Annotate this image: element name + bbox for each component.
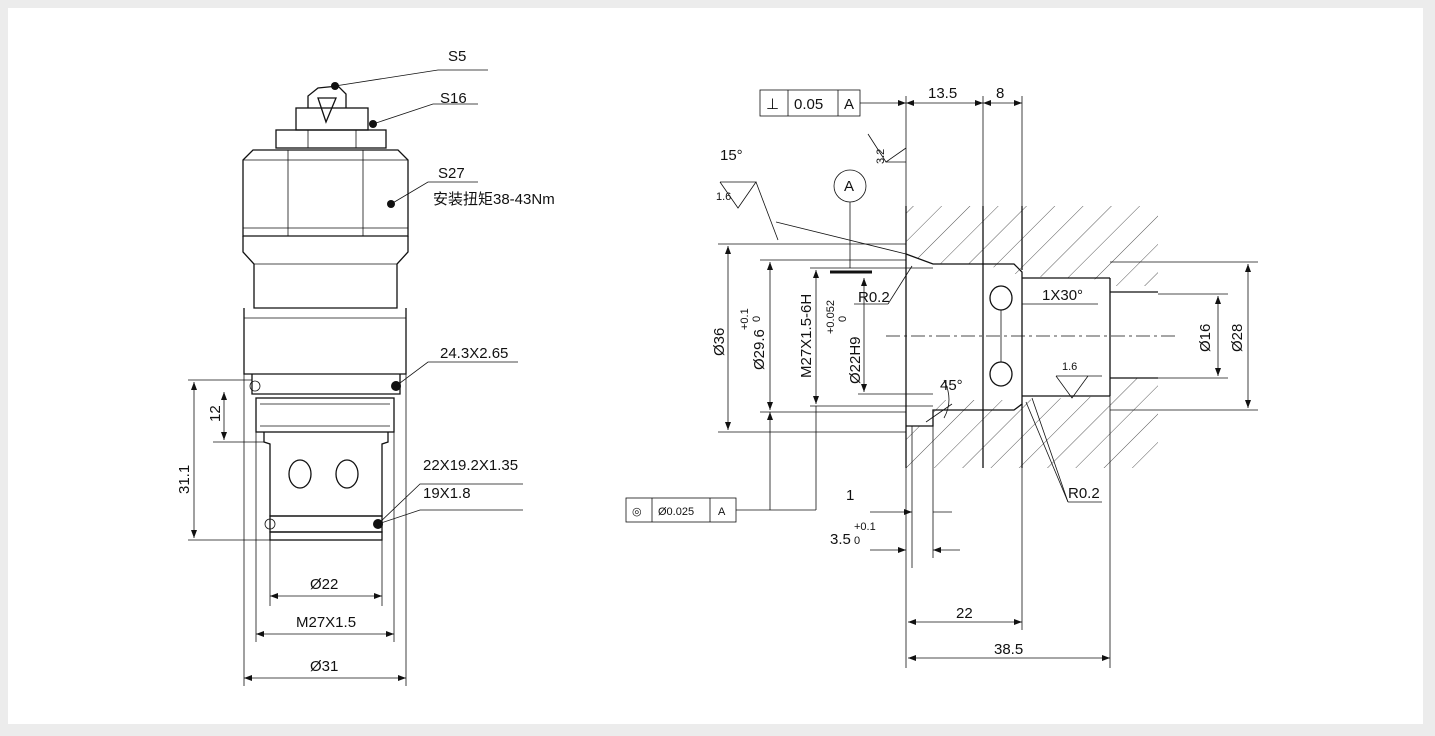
gdt-perp-value: 0.05 (794, 96, 823, 113)
dim-height-31: 31.1 (176, 465, 193, 494)
dim-dia-22h9-tol-up: +0.052 (825, 300, 837, 334)
datum-label: A (844, 178, 854, 195)
gdt-conc-datum: A (718, 506, 726, 518)
dim-3-5-tol-up: +0.1 (854, 521, 876, 533)
callout-s16: S16 (440, 90, 467, 107)
dim-8: 8 (996, 85, 1004, 102)
dim-38-5: 38.5 (994, 641, 1023, 658)
valve-side-view (188, 69, 523, 686)
dim-thread-m27: M27X1.5 (296, 614, 356, 631)
dim-dia-31: Ø31 (310, 658, 338, 675)
chamfer-1x30: 1X30° (1042, 287, 1083, 304)
dim-dia-29-6-tol-up: +0.1 (739, 308, 751, 330)
cavity-section-view (625, 89, 1258, 668)
callout-s5: S5 (448, 48, 466, 65)
dim-thread-m27-6h: M27X1.5-6H (798, 294, 815, 378)
gdt-perp-datum: A (844, 96, 854, 113)
dim-22: 22 (956, 605, 973, 622)
callout-torque: 安装扭矩38-43Nm (433, 191, 555, 208)
callout-s27: S27 (438, 165, 465, 182)
dim-3-5-tol-lo: 0 (854, 535, 860, 547)
callout-oring-3: 19X1.8 (423, 485, 471, 502)
technical-drawing: S5 S16 S27 安装扭矩38-43Nm 24.3X2.65 22X19.2… (176, 48, 1258, 686)
gdt-perp-symbol: ⊥ (766, 96, 779, 113)
angle-15: 15° (720, 147, 743, 164)
callout-oring-1: 24.3X2.65 (440, 345, 508, 362)
roughness-1-6-right: 1.6 (1062, 361, 1077, 373)
drawing-frame: S5 S16 S27 安装扭矩38-43Nm 24.3X2.65 22X19.2… (8, 8, 1423, 724)
dim-1: 1 (846, 487, 854, 504)
roughness-1-6-left: 1.6 (716, 191, 731, 203)
dim-dia-22: Ø22 (310, 576, 338, 593)
gdt-conc-value: Ø0.025 (658, 506, 694, 518)
dim-3-5: 3.5 (830, 531, 851, 548)
dim-dia-29-6-tol-lo: 0 (751, 316, 763, 322)
angle-45: 45° (940, 377, 963, 394)
roughness-3-2: 3.2 (875, 149, 887, 164)
radius-r0-2-top: R0.2 (858, 289, 890, 306)
radius-r0-2-bottom: R0.2 (1068, 485, 1100, 502)
dim-13-5: 13.5 (928, 85, 957, 102)
dim-dia-36: Ø36 (711, 328, 728, 356)
dim-height-12: 12 (207, 405, 224, 422)
callout-oring-2: 22X19.2X1.35 (423, 457, 518, 474)
dim-dia-28: Ø28 (1229, 324, 1246, 352)
left-view-labels: S5 S16 S27 安装扭矩38-43Nm 24.3X2.65 22X19.2… (176, 48, 555, 675)
gdt-conc-symbol: ◎ (632, 506, 642, 518)
right-view-labels: ⊥ 0.05 A A 15° 1.6 3.2 13.5 8 R0.2 1X30°… (632, 85, 1246, 658)
dim-dia-22h9-tol-lo: 0 (837, 316, 849, 322)
dim-dia-29-6: Ø29.6 (751, 329, 768, 370)
dim-dia-22h9: Ø22H9 (847, 336, 864, 384)
dim-dia-16: Ø16 (1197, 324, 1214, 352)
